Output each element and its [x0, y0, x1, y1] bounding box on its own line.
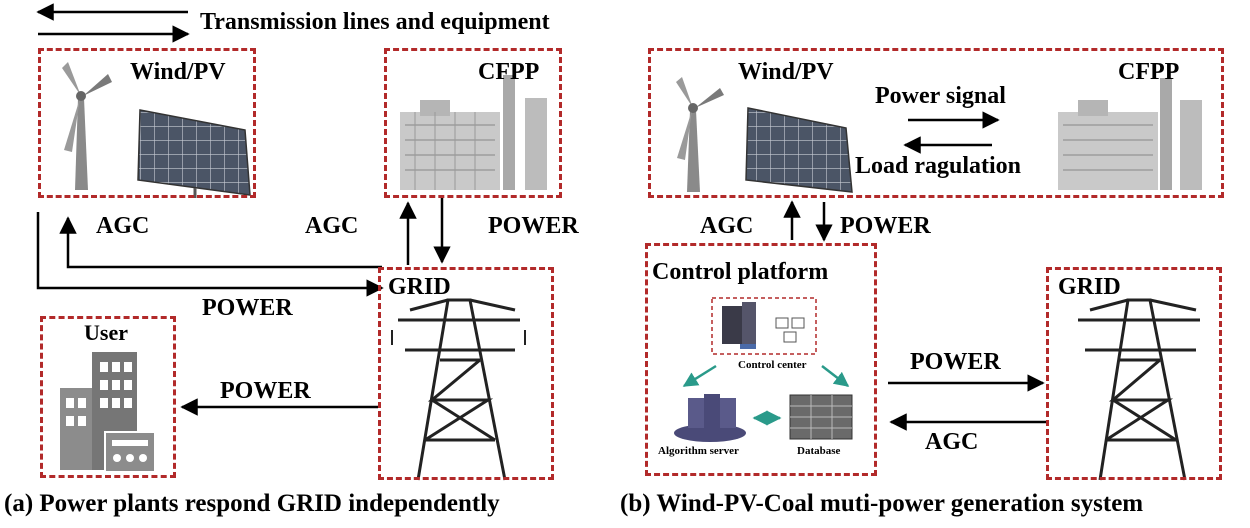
control-center-icon [722, 302, 805, 349]
grid-label-a: GRID [388, 274, 451, 300]
pylon-icon-a [391, 298, 526, 481]
algorithm-server-label: Algorithm server [658, 445, 739, 457]
legend-arrows [36, 3, 190, 43]
agc-label-b-up: AGC [700, 213, 754, 239]
pylon-icon-b [1078, 298, 1200, 481]
power-label-user: POWER [220, 378, 311, 404]
power-label-b-grid: POWER [910, 349, 1001, 375]
control-platform-label: Control platform [652, 259, 829, 285]
cfpp-label-b: CFPP [1118, 59, 1180, 85]
control-center-box [711, 297, 817, 355]
wind-turbine-icon-b [676, 77, 724, 192]
control-platform-box [645, 243, 877, 476]
agc-label-mid: AGC [305, 213, 359, 239]
agc-label-b-back: AGC [925, 429, 979, 455]
control-center-label: Control center [738, 359, 807, 371]
wind-pv-label-b: Wind/PV [738, 59, 834, 85]
legend-text: Transmission lines and equipment [200, 9, 550, 35]
power-label-windpv: POWER [202, 295, 293, 321]
load-regulation-label: Load ragulation [855, 153, 1022, 179]
power-label-cfpp: POWER [488, 213, 579, 239]
grid-box-a [378, 267, 554, 480]
solar-panel-icon-b [745, 107, 853, 193]
database-label: Database [797, 445, 841, 457]
user-label: User [84, 320, 128, 345]
cfpp-box-a [384, 48, 562, 198]
panel-a-arrows [36, 198, 451, 416]
power-label-b-down: POWER [840, 213, 931, 239]
caption-a: (a) Power plants respond GRID independen… [4, 490, 500, 517]
wind-pv-label-a: Wind/PV [130, 59, 226, 85]
user-building-icon [60, 352, 156, 473]
teal-arrows [682, 364, 850, 426]
grid-label-b: GRID [1058, 274, 1121, 300]
grid-box-b [1046, 267, 1222, 480]
cfpp-label-a: CFPP [478, 59, 540, 85]
power-plant-icon-b [1058, 78, 1202, 190]
caption-b: (b) Wind-PV-Coal muti-power generation s… [620, 490, 1144, 517]
wind-pv-box-a [38, 48, 256, 198]
power-plant-icon-a [400, 75, 547, 190]
user-box [40, 316, 176, 478]
generation-box-b [648, 48, 1224, 198]
wind-turbine-icon-a [62, 62, 112, 190]
panel-b-arrows [783, 111, 1046, 431]
agc-label-left: AGC [96, 213, 150, 239]
power-signal-label: Power signal [875, 83, 1006, 109]
algorithm-server-icon [674, 394, 746, 442]
database-icon [789, 394, 853, 440]
